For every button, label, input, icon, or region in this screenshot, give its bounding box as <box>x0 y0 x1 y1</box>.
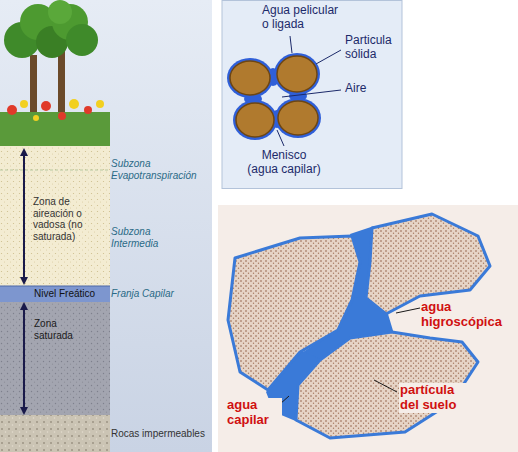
subzone-label: Subzona Evapotranspiración <box>111 158 211 181</box>
soil-profile <box>0 0 212 452</box>
part-label: agua capilar <box>226 398 282 428</box>
callout-label: Particula sólida <box>345 34 401 62</box>
part-label: agua higroscópica <box>420 300 516 330</box>
subzone-label: Franja Capilar <box>111 288 209 300</box>
part-label: partícula del suelo <box>399 383 473 413</box>
zone-label: Zona de aireación o vadosa (no saturada) <box>33 196 97 242</box>
pore-detail <box>222 1 402 189</box>
soil-particles <box>218 205 518 452</box>
callout-label: Agua pelicular o ligada <box>262 4 346 32</box>
subzone-label: Subzona Intermedia <box>111 226 181 249</box>
zone-label: Zona saturada <box>34 318 86 341</box>
zone-label: Nivel Freático <box>34 288 108 300</box>
callout-label: Aire <box>345 82 385 96</box>
layer-label: Rocas impermeables <box>111 428 211 440</box>
callout-label: Menisco (agua capilar) <box>245 149 323 177</box>
